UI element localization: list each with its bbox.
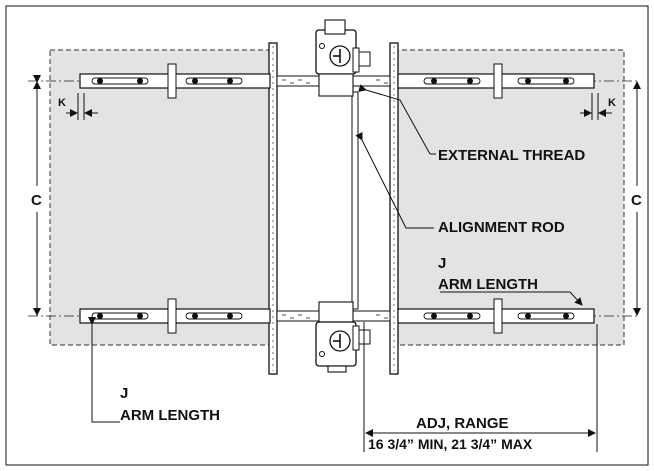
leader-external-thread — [358, 84, 436, 155]
right-plate — [389, 42, 399, 375]
top-clamp — [315, 19, 371, 97]
leader-alignment-rod — [355, 131, 434, 229]
dimension-k-right — [580, 93, 612, 120]
label-c-left: C — [31, 192, 42, 209]
label-range-values: 16 3/4” MIN, 21 3/4” MAX — [368, 436, 533, 452]
arm-top-left — [79, 63, 271, 99]
label-j-left: J — [120, 385, 128, 402]
arm-bottom-left — [79, 298, 271, 334]
label-arm-length-left: ARM LENGTH — [120, 407, 220, 424]
alignment-rod — [351, 91, 359, 310]
label-adj-range: ADJ, RANGE — [416, 415, 509, 432]
left-panel — [49, 49, 275, 346]
leader-arm-length-left — [88, 317, 120, 423]
label-j-right: J — [438, 255, 446, 272]
label-alignment-rod: ALIGNMENT ROD — [438, 219, 565, 236]
arm-top-right — [397, 63, 595, 99]
arm-bottom-right — [397, 298, 595, 334]
leader-arm-length-right — [440, 291, 583, 306]
label-c-right: C — [631, 192, 642, 209]
label-k-right: K — [608, 97, 616, 109]
left-plate — [268, 42, 278, 375]
right-panel — [393, 49, 625, 346]
dimension-adj-range — [363, 322, 598, 452]
label-arm-length-right: ARM LENGTH — [438, 276, 538, 293]
label-k-left: K — [58, 97, 66, 109]
label-external-thread: EXTERNAL THREAD — [438, 147, 585, 164]
bottom-clamp — [315, 301, 371, 373]
dimension-k-left — [66, 93, 98, 120]
